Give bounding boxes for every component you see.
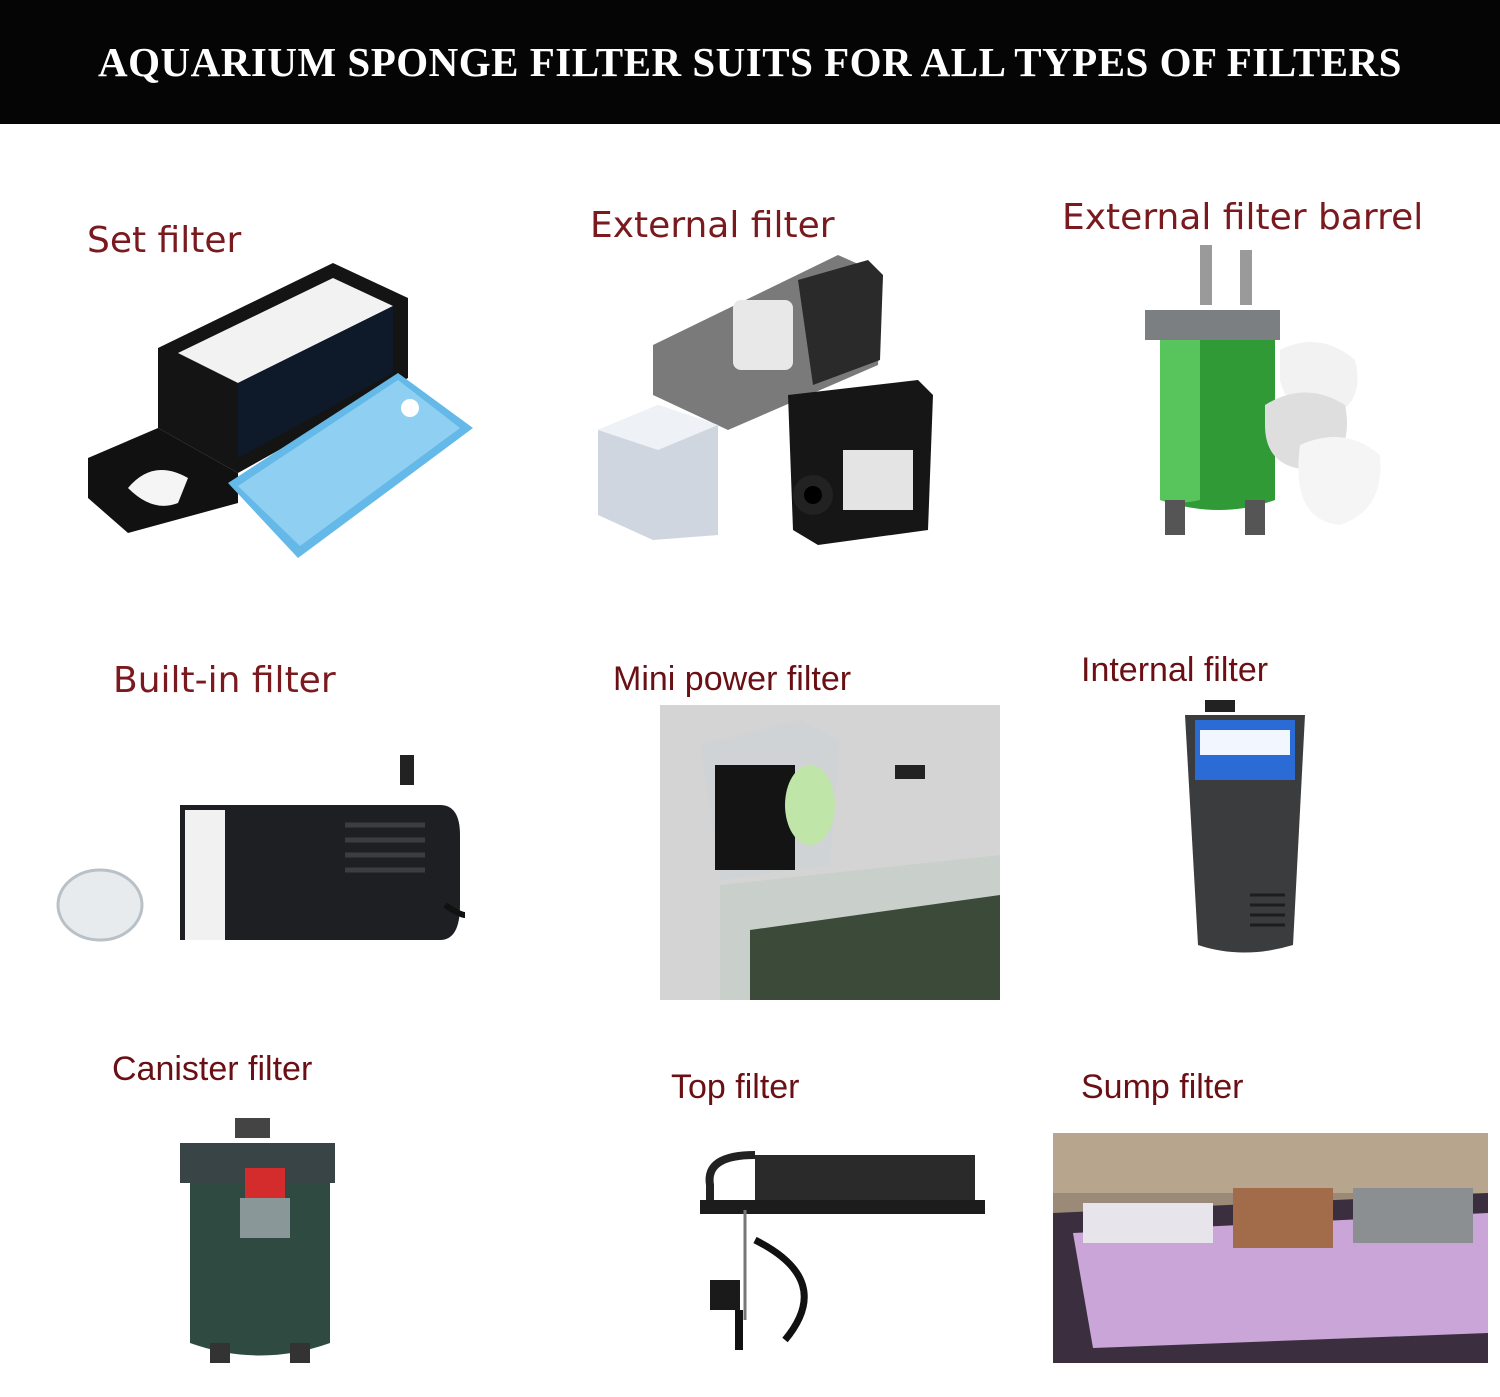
label-sump-filter: Sump filter: [1081, 1068, 1244, 1106]
label-external-filter-barrel: External filter barrel: [1062, 197, 1424, 238]
label-internal-filter: Internal filter: [1081, 651, 1269, 689]
label-canister-filter: Canister filter: [112, 1050, 313, 1088]
sump-filter-image: [1053, 1133, 1488, 1363]
label-built-in-filter: Built-in filter: [113, 660, 336, 701]
label-external-filter: External filter: [590, 205, 835, 246]
external-filter-image: [598, 255, 958, 550]
label-set-filter: Set filter: [87, 220, 242, 261]
internal-filter-image: [1180, 700, 1310, 955]
page-title: AQUARIUM SPONGE FILTER SUITS FOR ALL TYP…: [98, 39, 1402, 85]
label-top-filter: Top filter: [671, 1068, 800, 1106]
built-in-filter-image: [55, 755, 470, 950]
set-filter-image: [88, 258, 473, 563]
top-filter-image: [700, 1150, 985, 1350]
canister-filter-image: [180, 1118, 340, 1363]
mini-power-filter-image: [660, 705, 1000, 1000]
external-filter-barrel-image: [1140, 240, 1385, 550]
title-banner: AQUARIUM SPONGE FILTER SUITS FOR ALL TYP…: [0, 0, 1500, 124]
label-mini-power-filter: Mini power filter: [613, 660, 852, 698]
